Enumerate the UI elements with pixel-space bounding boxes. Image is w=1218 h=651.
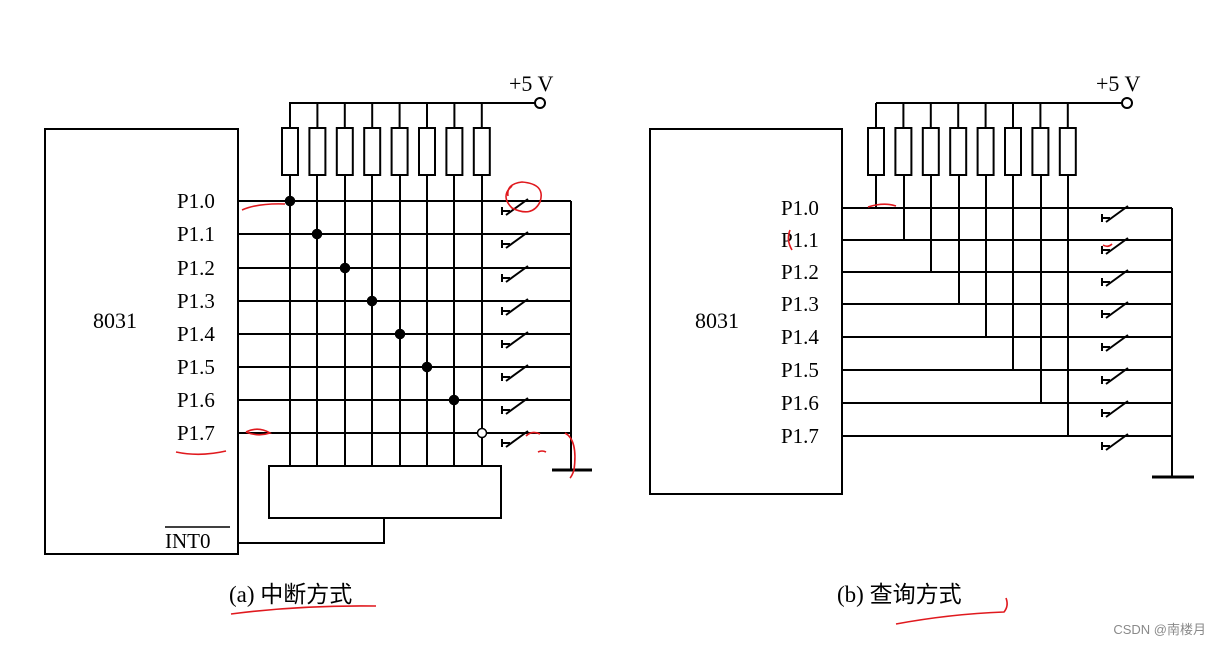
pin-label-P1-5: P1.5: [781, 358, 819, 382]
annotation-stroke-p10-a: [241, 203, 286, 211]
key-switch-b1-blade: [1105, 237, 1129, 255]
vcc-terminal-b: [1121, 97, 1133, 109]
pin-label-P1-6: P1.6: [781, 391, 819, 415]
key-switch-a5-blade: [505, 364, 529, 382]
pullup-resistor: [1031, 127, 1050, 176]
pullup-resistor: [335, 127, 354, 176]
chip-label-b: 8031: [695, 308, 739, 333]
junction-dot: [476, 427, 488, 439]
key-switch-b5-blade: [1105, 367, 1129, 385]
pin-label-P1-7: P1.7: [781, 424, 819, 448]
column-drops-b: [875, 175, 1069, 436]
annotation-underline-caption-a: [230, 605, 377, 615]
key-switch-b3-blade: [1105, 301, 1129, 319]
pullup-resistor: [921, 127, 940, 176]
key-switch-a7-blade: [505, 430, 529, 448]
pin-label-P1-2: P1.2: [177, 256, 215, 280]
key-switches-a: [501, 198, 529, 448]
key-switch-a6-blade: [505, 397, 529, 415]
key-switch-b2-blade: [1105, 269, 1129, 287]
key-switch-a1-blade: [505, 231, 529, 249]
pullup-resistor: [308, 127, 327, 176]
pullup-resistor: [445, 127, 464, 176]
pin-label-P1-0: P1.0: [177, 189, 215, 213]
pullup-resistor: [867, 127, 885, 176]
junction-dots-a: [284, 195, 488, 439]
pin-label-P1-1: P1.1: [781, 228, 819, 252]
pin-label-P1-7: P1.7: [177, 421, 215, 445]
pullup-resistor: [472, 127, 491, 176]
pin-label-P1-3: P1.3: [781, 292, 819, 316]
diagram-a: [44, 97, 592, 555]
key-switch-a2-blade: [505, 265, 529, 283]
caption-b: (b) 查询方式: [837, 582, 962, 607]
pin-label-P1-1: P1.1: [177, 222, 215, 246]
pullup-resistor: [418, 127, 436, 176]
junction-dot: [311, 228, 323, 240]
pin-label-P1-4: P1.4: [177, 322, 215, 346]
pin-labels-b: P1.0P1.1P1.2P1.3P1.4P1.5P1.6P1.7: [781, 196, 819, 448]
pin-label-P1-3: P1.3: [177, 289, 215, 313]
pin-label-P1-0: P1.0: [781, 196, 819, 220]
key-switch-a4-blade: [505, 331, 529, 349]
key-switch-a0-blade: [505, 198, 529, 216]
key-switch-b6-blade: [1105, 400, 1129, 418]
pullup-resistor: [390, 127, 409, 176]
hand-annotations: [175, 181, 1113, 625]
caption-a: (a) 中断方式: [229, 582, 352, 607]
pullup-resistor: [281, 127, 299, 176]
pin-label-P1-6: P1.6: [177, 388, 215, 412]
annotation-circle-a: [505, 181, 542, 213]
pullup-resistor: [1058, 127, 1077, 176]
vcc-terminal-a: [534, 97, 546, 109]
key-switch-b7-blade: [1105, 433, 1129, 451]
resistor-array-b: [867, 103, 1077, 176]
junction-dot: [448, 394, 460, 406]
annotation-stroke-p10-b: [867, 203, 897, 208]
watermark: CSDN @南楼月: [1113, 622, 1206, 637]
junction-dot: [339, 262, 351, 274]
int0-label: INT0: [165, 529, 211, 553]
vcc-label-a: +5 V: [509, 71, 554, 96]
annotation-mark-p11-b: [787, 229, 793, 251]
int0-wire-a: [238, 518, 385, 544]
row-lines-b: [842, 207, 1172, 437]
pullup-resistor: [894, 127, 913, 176]
key-switch-b0-blade: [1105, 205, 1129, 223]
junction-dot: [366, 295, 378, 307]
diagram-b: [649, 97, 1194, 495]
gate-box-a: [268, 465, 502, 519]
annotation-underline-p17-a: [175, 450, 227, 456]
pullup-resistor: [976, 127, 995, 176]
junction-dot: [421, 361, 433, 373]
row-lines-a: [238, 200, 571, 434]
pin-labels-a: P1.0P1.1P1.2P1.3P1.4P1.5P1.6P1.7: [177, 189, 215, 445]
pullup-resistor: [1004, 127, 1022, 176]
chip-label-a: 8031: [93, 308, 137, 333]
pullup-resistor: [363, 127, 382, 176]
pin-label-P1-5: P1.5: [177, 355, 215, 379]
junction-dot: [284, 195, 296, 207]
pin-label-P1-4: P1.4: [781, 325, 819, 349]
key-switches-b: [1101, 205, 1129, 451]
pullup-resistor: [949, 127, 968, 176]
column-lines-a: [289, 175, 483, 466]
chip-box-b: [649, 128, 843, 495]
key-switch-b4-blade: [1105, 334, 1129, 352]
resistor-array-a: [281, 103, 491, 176]
annotation-hook-a: [564, 432, 576, 479]
pin-label-P1-2: P1.2: [781, 260, 819, 284]
junction-dot: [394, 328, 406, 340]
annotation-tick-a1: [525, 431, 541, 437]
chip-box-a: [44, 128, 239, 555]
annotation-tick-a2: [537, 450, 547, 453]
annotation-underline-caption-b: [895, 597, 1008, 625]
annotation-mark-p17-a: [245, 428, 272, 436]
vcc-label-b: +5 V: [1096, 71, 1141, 96]
key-switch-a3-blade: [505, 298, 529, 316]
annotation-tick-b: [1102, 243, 1113, 248]
